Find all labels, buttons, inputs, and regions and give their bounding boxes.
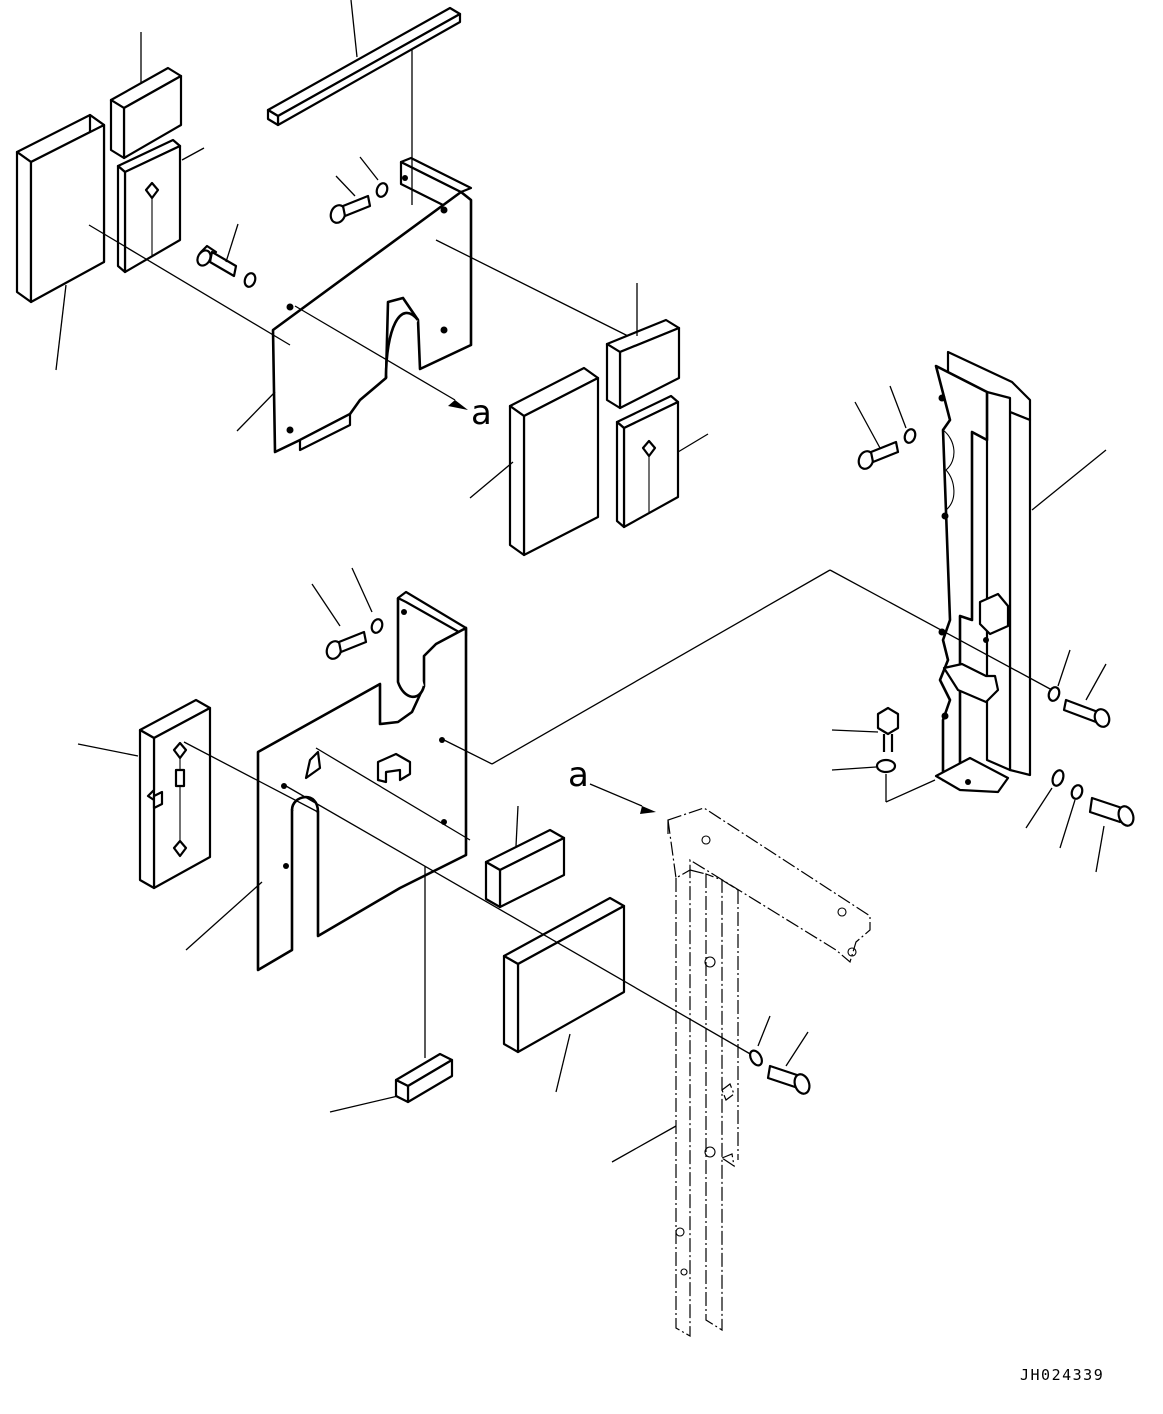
hole: [286, 426, 294, 434]
drawing-code: JH024339: [1020, 1366, 1104, 1384]
bolt-frame-top: [857, 440, 900, 470]
washer-phantom-frame: [749, 1049, 763, 1067]
washer-frame-lower: [875, 758, 897, 774]
foam-block-small-right: [605, 318, 681, 410]
hole: [965, 779, 971, 785]
foam-pad-large-right: [508, 366, 600, 557]
washer-frame-right-2a: [1051, 769, 1065, 787]
bracket-plate-upper: [271, 156, 473, 454]
phantom-frame-lower: a: [568, 755, 871, 1338]
hole: [983, 637, 989, 643]
hole: [401, 609, 407, 615]
view-marker-label-lower: a: [568, 755, 589, 795]
bracket-plate-lower: [256, 590, 468, 972]
long-bar-top: [266, 6, 462, 127]
hole: [941, 712, 949, 720]
hole: [281, 783, 287, 789]
washer-frame-right-1: [1047, 686, 1061, 702]
upper-right-pads: [469, 283, 709, 557]
bolt-upper-left-2: [329, 194, 372, 224]
bolt-upper-left-1: [196, 244, 238, 278]
hole: [439, 737, 445, 743]
foam-block-small-upper-left: [109, 66, 183, 160]
hole: [440, 326, 448, 334]
upper-left-assembly: a: [15, 0, 631, 454]
hole: [286, 303, 294, 311]
bolt-frame-lower-vertical: [876, 706, 900, 752]
washer-frame-top: [903, 428, 917, 444]
bolt-lower-left: [325, 630, 368, 660]
view-marker-label-upper: a: [471, 393, 492, 433]
foam-pad-large-lower: [502, 896, 626, 1054]
hole: [941, 512, 949, 520]
washer-lower-left: [370, 618, 384, 634]
bolt-frame-right-2: [1088, 796, 1135, 827]
small-bar-lower: [394, 1052, 454, 1104]
washer-upper-left-2: [375, 182, 389, 198]
lower-left-assembly: [77, 567, 831, 1113]
washer-upper-left-1: [243, 272, 257, 288]
foam-pad-large-upper-left: [15, 113, 106, 304]
slotted-pad-upper-left: [116, 138, 182, 274]
notched-pad-lower-left: [138, 698, 212, 890]
hole: [402, 175, 408, 181]
bolt-phantom-frame: [766, 1064, 811, 1095]
washer-frame-right-2b: [1070, 784, 1084, 800]
bolt-frame-right-1: [1062, 698, 1111, 728]
right-vertical-frame: [829, 350, 1135, 873]
hole: [440, 206, 448, 214]
slotted-pad-right: [615, 394, 680, 529]
hole: [283, 863, 289, 869]
hole: [938, 394, 946, 402]
foam-block-small-lower: [484, 828, 566, 909]
